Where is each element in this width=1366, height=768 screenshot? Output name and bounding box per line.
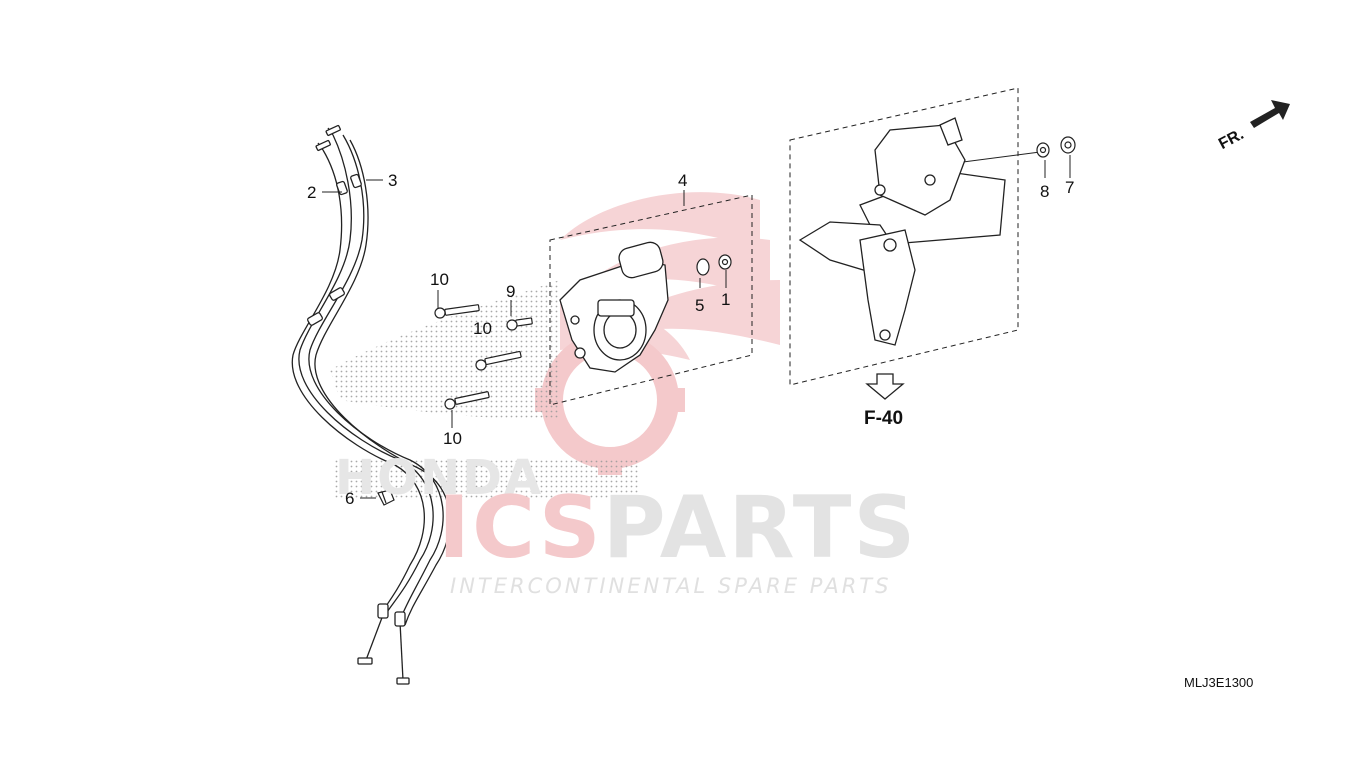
- throttle-body-frame: [549, 194, 753, 406]
- callout-9: 9: [506, 282, 516, 301]
- watermark-brand: ICSPARTS: [438, 478, 917, 578]
- callout-10-top: 10: [430, 270, 449, 289]
- watermark-brand-part1: ICS: [438, 478, 603, 578]
- cable-ends: [307, 124, 410, 685]
- watermark-dot-wing: [330, 280, 640, 500]
- callout-1: 1: [721, 290, 731, 309]
- front-direction-arrow-icon: [1250, 100, 1290, 128]
- callout-6: 6: [345, 489, 355, 508]
- bolt-set: [434, 304, 533, 410]
- callout-8: 8: [1040, 182, 1050, 201]
- callout-2: 2: [307, 183, 317, 202]
- washers-7-8: [1036, 136, 1076, 158]
- clip-6: [377, 489, 395, 506]
- leader-lines: [322, 151, 1071, 499]
- callout-10-bottom: 10: [443, 429, 462, 448]
- bracket-assembly: [798, 117, 1006, 346]
- watermark-brand-part2: PARTS: [602, 478, 918, 578]
- watermark-honda-text: HONDA: [335, 450, 544, 506]
- watermark-tagline-part1: INTERCONTINENTAL: [450, 574, 709, 598]
- watermark-tagline: INTERCONTINENTAL SPARE PARTS: [450, 574, 891, 598]
- callout-4: 4: [678, 171, 688, 190]
- washers-1-5: [696, 254, 732, 276]
- watermark-tagline-part2: SPARE PARTS: [717, 574, 892, 598]
- diagram-code: MLJ3E1300: [1184, 675, 1254, 690]
- bracket-frame: [789, 87, 1019, 386]
- callout-3: 3: [388, 171, 398, 190]
- reference-arrow: [865, 373, 905, 400]
- throttle-body: [559, 241, 669, 373]
- callout-5: 5: [695, 296, 705, 315]
- reference-label: F-40: [864, 408, 904, 429]
- callout-10-mid: 10: [473, 319, 492, 338]
- callout-7: 7: [1065, 178, 1075, 197]
